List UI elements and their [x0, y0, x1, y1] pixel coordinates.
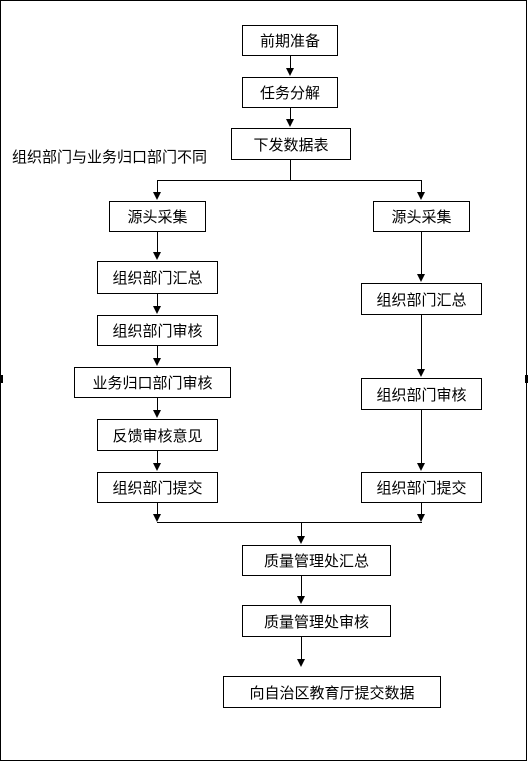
connector [157, 398, 158, 410]
arrow-head [417, 463, 425, 471]
node-left-summary: 组织部门汇总 [97, 261, 218, 294]
connector [301, 522, 302, 536]
node-left-collect: 源头采集 [109, 201, 206, 232]
connector [421, 180, 422, 192]
arrow-head [286, 68, 294, 76]
connector [157, 451, 158, 463]
arrow-head [417, 369, 425, 377]
node-qa-summary: 质量管理处汇总 [242, 545, 391, 576]
node-qa-review: 质量管理处审核 [242, 605, 391, 637]
node-left-feedback: 反馈审核意见 [97, 419, 218, 451]
node-right-submit: 组织部门提交 [361, 472, 482, 503]
connector [290, 160, 291, 180]
node-final-submit: 向自治区教育厅提交数据 [223, 676, 441, 708]
right-edge-marker [525, 375, 528, 383]
node-prep: 前期准备 [242, 25, 338, 56]
connector [157, 346, 158, 358]
arrow-head [286, 119, 294, 127]
connector [421, 410, 422, 463]
connector [421, 232, 422, 274]
arrow-head [417, 192, 425, 200]
split-line [157, 180, 422, 181]
arrow-head [153, 252, 161, 260]
connector [157, 294, 158, 306]
arrow-head [153, 306, 161, 314]
node-decompose: 任务分解 [242, 77, 338, 108]
node-left-review: 组织部门审核 [97, 315, 218, 346]
left-edge-marker [0, 375, 3, 383]
arrow-head [297, 596, 305, 604]
connector [301, 576, 302, 596]
node-right-summary: 组织部门汇总 [361, 283, 482, 315]
arrow-head [153, 410, 161, 418]
node-issue: 下发数据表 [231, 128, 351, 160]
arrow-head [297, 536, 305, 544]
arrow-head [153, 463, 161, 471]
node-left-submit: 组织部门提交 [97, 472, 218, 503]
arrow-head [417, 274, 425, 282]
merge-line [157, 522, 422, 523]
connector [290, 56, 291, 68]
arrow-head [297, 659, 305, 667]
arrow-head [153, 514, 161, 522]
branch-condition-note: 组织部门与业务归口部门不同 [12, 148, 208, 166]
arrow-head [417, 514, 425, 522]
connector [301, 637, 302, 659]
connector [421, 315, 422, 369]
connector [290, 108, 291, 119]
connector [157, 180, 158, 192]
connector [157, 232, 158, 252]
node-right-collect: 源头采集 [373, 201, 470, 232]
arrow-head [153, 192, 161, 200]
connector [421, 503, 422, 514]
arrow-head [153, 358, 161, 366]
node-left-biz-review: 业务归口部门审核 [74, 367, 231, 398]
connector [157, 503, 158, 514]
node-right-review: 组织部门审核 [361, 378, 482, 410]
